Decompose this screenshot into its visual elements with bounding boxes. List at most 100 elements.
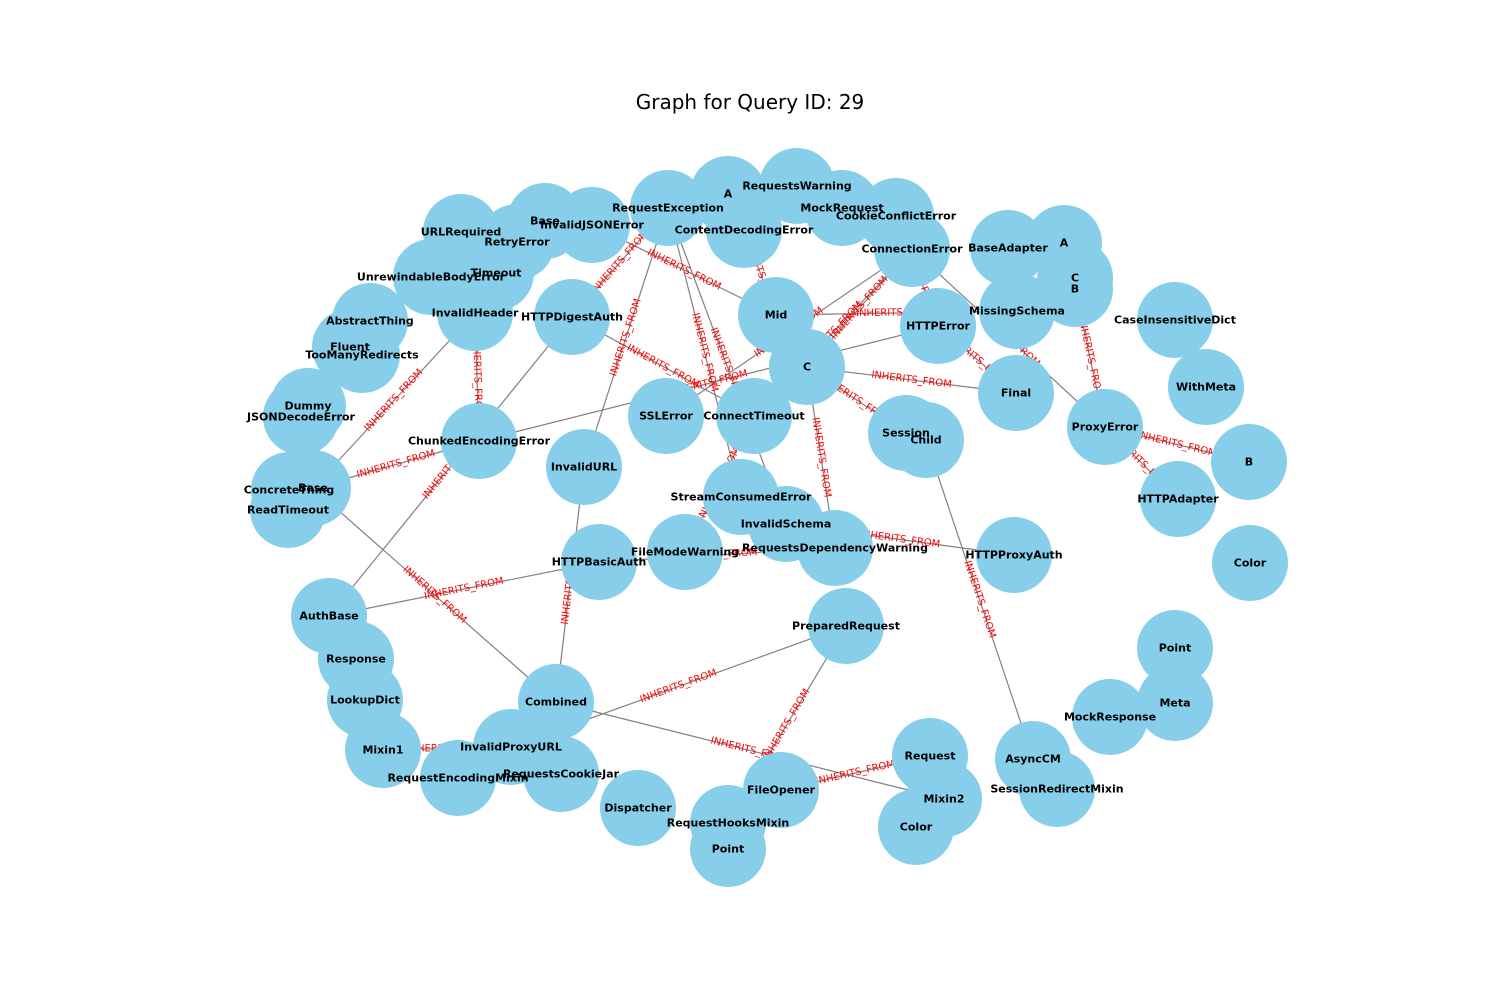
- node-label-requestencodingmixin: RequestEncodingMixin: [387, 772, 528, 785]
- node-label-color-right: Color: [1234, 557, 1267, 570]
- node-label-proxyerror: ProxyError: [1072, 421, 1139, 434]
- node-label-b-right: B: [1071, 283, 1079, 296]
- node-contentdecodingerror: [706, 192, 782, 268]
- node-httpproxyauth: [976, 517, 1052, 593]
- node-label-preparedrequest: PreparedRequest: [792, 620, 900, 633]
- node-caseinsensitivedict: [1137, 282, 1213, 358]
- node-label-invalidheader: InvalidHeader: [432, 307, 519, 320]
- node-toomanyredirects: [324, 317, 400, 393]
- edge-label-b-right-to-proxyerror: INHERITS_FROM: [1076, 317, 1104, 398]
- node-label-invalidurl: InvalidURL: [551, 461, 617, 474]
- node-label-base-top: Base: [530, 215, 560, 228]
- node-label-invalidjsonerror: InvalidJSONError: [540, 219, 644, 232]
- node-label-requestswarning: RequestsWarning: [742, 180, 851, 193]
- node-label-base-left: Base: [298, 482, 328, 495]
- node-label-httperror: HTTPError: [906, 320, 970, 333]
- node-mockresponse: [1072, 679, 1148, 755]
- edge-label-preparedrequest-to-invalidproxyurl: INHERITS_FROM: [639, 668, 719, 706]
- edge-authbase-to-httpbasicauth: [328, 561, 600, 617]
- node-label-mid: Mid: [765, 309, 788, 322]
- node-withmeta: [1168, 349, 1244, 425]
- node-requestscookiejar: [523, 736, 599, 812]
- node-sessionredirectmixin: [1019, 751, 1095, 827]
- node-label-c-right: C: [1071, 272, 1079, 285]
- edge-requestexception-to-streamconsumederror: [667, 207, 742, 498]
- node-jsondecodeerror: [263, 379, 339, 455]
- node-label-retryerror: RetryError: [484, 236, 550, 249]
- node-label-toomanyredirects: TooManyRedirects: [305, 349, 419, 362]
- node-final: [978, 355, 1054, 431]
- node-label-urlrequired: URLRequired: [421, 226, 502, 239]
- edge-chunkedencodingerror-to-httperror: [478, 325, 939, 442]
- edge-label-invalidheader-to-chunkedencodingerror: INHERITS_FROM: [470, 336, 484, 417]
- node-label-concretething: ConcreteThing: [244, 484, 334, 497]
- node-label-requestsdependencywarning: RequestsDependencyWarning: [742, 542, 928, 555]
- node-filemodewarning: [647, 514, 723, 590]
- node-label-httpadapter: HTTPAdapter: [1137, 493, 1219, 506]
- edge-authbase-to-httpdigestauth: [328, 316, 573, 617]
- node-c-mid: [769, 329, 845, 405]
- edge-label-proxyerror-to-b-far: INHERITS_FROM: [1136, 430, 1217, 460]
- node-label-c-mid: C: [803, 361, 811, 374]
- edge-label-invalidjsonerror-to-mid: INHERITS_FROM: [645, 247, 722, 292]
- node-httpdigestauth: [534, 279, 610, 355]
- node-point-right: [1137, 610, 1213, 686]
- edge-label-authbase-to-httpbasicauth: INHERITS_FROM: [423, 576, 504, 603]
- node-label-filemodewarning: FileModeWarning: [631, 546, 739, 559]
- node-label-mixin2: Mixin2: [923, 793, 964, 806]
- edge-combined-to-mixin2: [555, 701, 945, 800]
- edge-label-requestexception-to-invalidurl: INHERITS_FROM: [608, 297, 643, 377]
- node-label-fileopener: FileOpener: [747, 784, 815, 797]
- node-requestsdependencywarning: [797, 510, 873, 586]
- node-b-right: [1037, 251, 1113, 327]
- node-label-httpdigestauth: HTTPDigestAuth: [521, 311, 623, 324]
- node-label-fluent: Fluent: [330, 341, 370, 354]
- node-child: [888, 402, 964, 478]
- node-preparedrequest: [808, 588, 884, 664]
- node-label-sessionredirectmixin: SessionRedirectMixin: [990, 783, 1123, 796]
- node-label-dispatcher: Dispatcher: [604, 802, 672, 815]
- node-label-streamconsumederror: StreamConsumedError: [671, 491, 813, 504]
- node-label-mockresponse: MockResponse: [1064, 711, 1156, 724]
- node-label-caseinsensitivedict: CaseInsensitiveDict: [1114, 314, 1236, 327]
- node-label-response: Response: [326, 653, 386, 666]
- node-missingschema: [979, 273, 1055, 349]
- node-mixin1: [345, 712, 421, 788]
- node-label-requesthooksmixin: RequestHooksMixin: [667, 817, 790, 830]
- nodes-layer: ARequestsWarningMockRequestCookieConflic…: [244, 148, 1288, 887]
- node-dispatcher: [600, 770, 676, 846]
- edge-label-c-mid-to-requestsdependencywarning: INHERITS_FROM: [809, 417, 832, 499]
- node-readtimeout: [250, 472, 326, 548]
- node-requestexception: [630, 170, 706, 246]
- node-label-readtimeout: ReadTimeout: [247, 504, 329, 517]
- node-color-bottom: [878, 789, 954, 865]
- node-label-requestscookiejar: RequestsCookieJar: [503, 768, 620, 781]
- node-label-missingschema: MissingSchema: [969, 305, 1065, 318]
- edge-label-base-left-to-chunkedencodingerror: INHERITS_FROM: [356, 448, 437, 481]
- graph-title: Graph for Query ID: 29: [635, 90, 865, 114]
- node-label-a2: A: [1060, 237, 1069, 250]
- edge-base-left-to-invalidheader: [312, 312, 476, 489]
- node-label-jsondecodeerror: JSONDecodeError: [246, 411, 355, 424]
- node-invalidurl: [546, 429, 622, 505]
- node-label-invalidproxyurl: InvalidProxyURL: [460, 741, 562, 754]
- node-label-requestexception: RequestException: [612, 202, 724, 215]
- node-label-sslerror: SSLError: [639, 410, 693, 423]
- node-label-baseadapter: BaseAdapter: [968, 242, 1048, 255]
- node-chunkedencodingerror: [441, 403, 517, 479]
- node-label-a: A: [724, 188, 733, 201]
- node-label-timeout: Timeout: [471, 267, 522, 280]
- node-label-dummy: Dummy: [284, 400, 331, 413]
- node-label-combined: Combined: [525, 696, 587, 709]
- node-label-connecttimeout: ConnectTimeout: [703, 410, 804, 423]
- node-label-invalidschema: InvalidSchema: [741, 518, 832, 531]
- edge-label-fileopener-to-request: INHERITS_FROM: [815, 759, 896, 788]
- node-label-request: Request: [905, 750, 956, 763]
- node-label-session: Session: [882, 427, 930, 440]
- node-label-child: Child: [910, 434, 941, 447]
- node-label-chunkedencodingerror: ChunkedEncodingError: [408, 435, 551, 448]
- node-requestencodingmixin: [420, 740, 496, 816]
- node-label-httpproxyauth: HTTPProxyAuth: [965, 549, 1062, 562]
- node-label-color-bottom: Color: [900, 821, 933, 834]
